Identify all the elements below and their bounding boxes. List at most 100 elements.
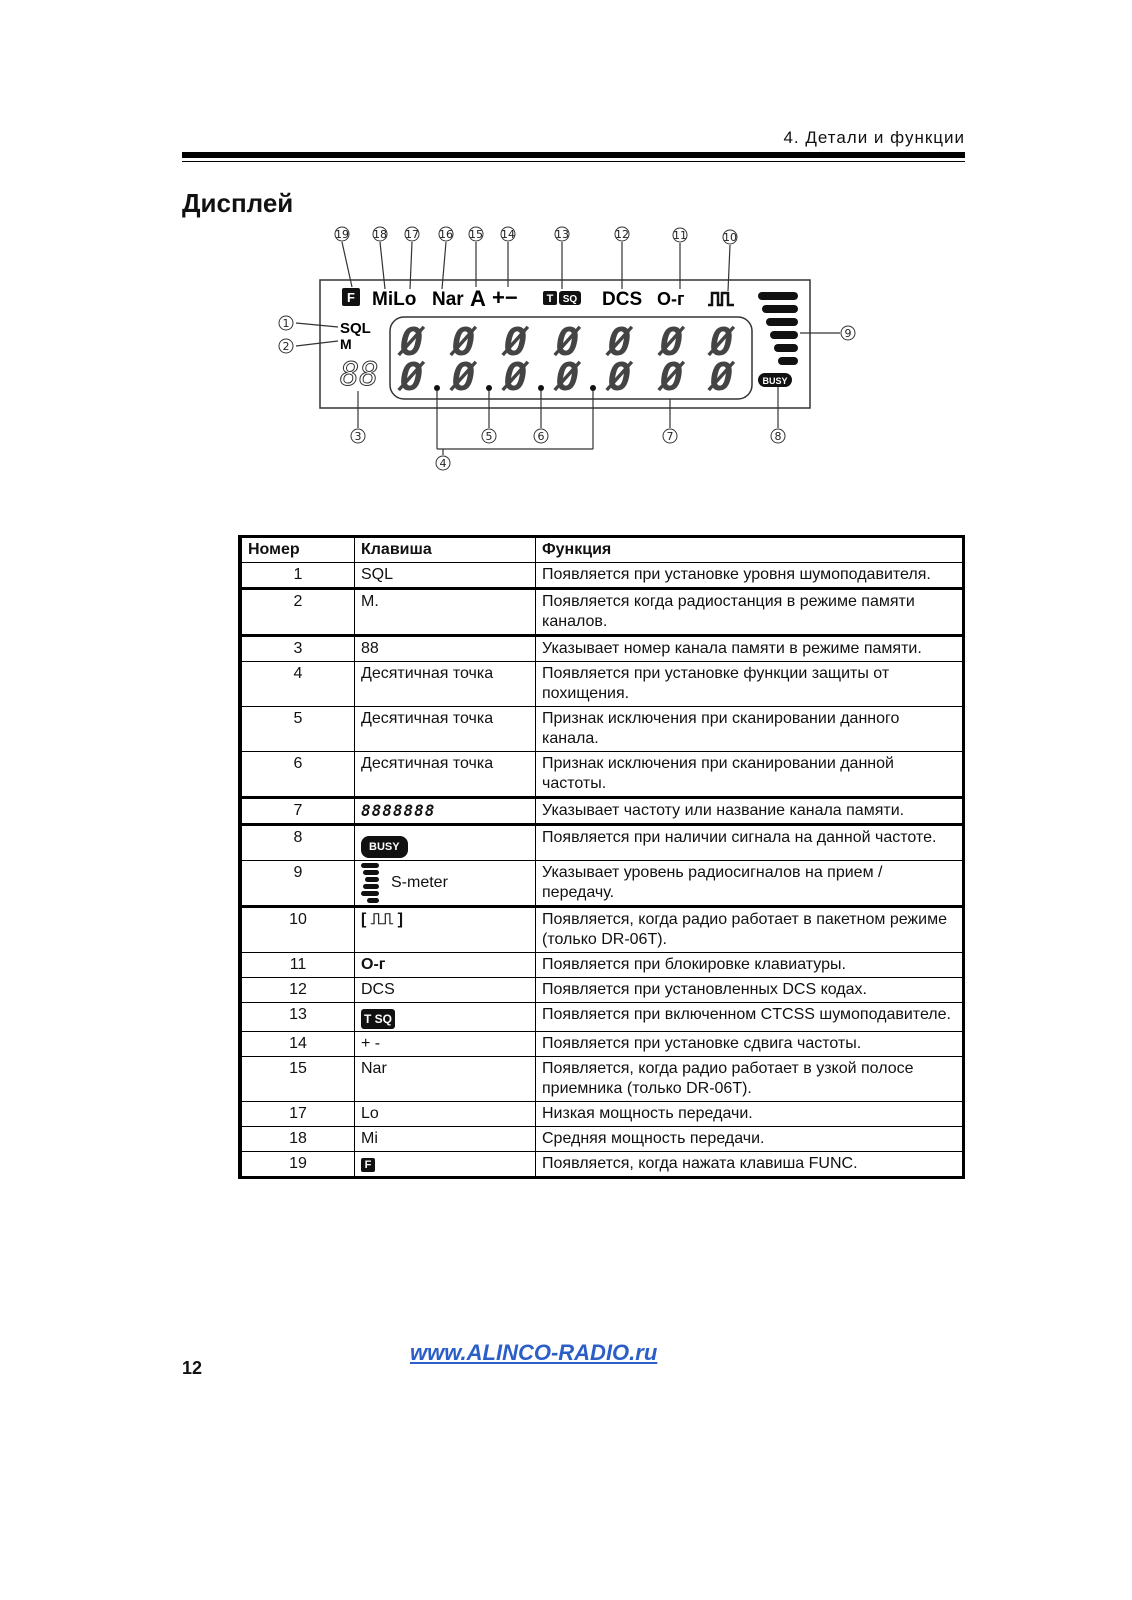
row-key-f: F (354, 1151, 536, 1178)
row-key: 88 (354, 634, 536, 662)
row-function: Появляется при включенном CTCSS шумопода… (535, 1002, 964, 1032)
nar-indicator: Nar (432, 289, 464, 310)
chapter-header: 4. Детали и функции (783, 128, 965, 147)
row-key: DCS (354, 977, 536, 1003)
row-number: 15 (238, 1056, 355, 1102)
row-number: 14 (238, 1031, 355, 1057)
tsq-icon: T SQ (361, 1009, 396, 1029)
t-indicator (543, 291, 557, 305)
svg-text:2: 2 (283, 340, 290, 353)
table-row: 12 DCS Появляется при установленных DCS … (238, 977, 964, 1003)
row-function: Признак исключения при сканировании данн… (535, 706, 964, 752)
svg-text:Ø: Ø (501, 355, 530, 399)
svg-text:Ø: Ø (707, 320, 736, 364)
page-number: 12 (182, 1358, 203, 1378)
svg-text:Ø: Ø (553, 355, 582, 399)
row-number: 5 (238, 706, 355, 752)
svg-text:4: 4 (440, 457, 447, 470)
header-function: Функция (535, 536, 964, 563)
svg-text:T: T (547, 293, 554, 305)
row-key-lock: O-ᴦ (354, 952, 536, 978)
svg-text:Ø: Ø (449, 320, 478, 364)
row-number: 17 (238, 1101, 355, 1127)
row-number: 12 (238, 977, 355, 1003)
decimal-points (434, 385, 596, 391)
row-key: Lo (354, 1101, 536, 1127)
svg-text:Ø: Ø (605, 355, 634, 399)
row-function: Средняя мощность передачи. (535, 1126, 964, 1152)
header-rule-thin (182, 161, 965, 162)
svg-text:3: 3 (355, 430, 362, 443)
row-number: 10 (238, 905, 355, 953)
table-row: 2 M. Появляется когда радиостанция в реж… (238, 587, 964, 636)
row-key: Десятичная точка (354, 706, 536, 752)
row-key: M. (354, 587, 536, 636)
row-key-tsq: T SQ (354, 1002, 536, 1032)
svg-text:19: 19 (335, 228, 349, 241)
key-lock-indicator: O-ᴦ (657, 289, 685, 309)
svg-text:1: 1 (283, 317, 290, 330)
table-row: 5 Десятичная точка Признак исключения пр… (238, 706, 964, 752)
svg-text:7: 7 (667, 430, 674, 443)
table-row: 11 O-ᴦ Появляется при блокировке клавиат… (238, 952, 964, 978)
row-number: 1 (238, 562, 355, 589)
row-function: Появляется при блокировке клавиатуры. (535, 952, 964, 978)
f-icon: F (361, 1158, 375, 1172)
row-key: Десятичная точка (354, 661, 536, 707)
svg-text:17: 17 (405, 228, 419, 241)
s-meter-icon (361, 863, 379, 903)
svg-text:11: 11 (673, 229, 687, 242)
row-function: Появляется когда радиостанция в режиме п… (535, 587, 964, 636)
sq-indicator (559, 291, 581, 305)
svg-text:6: 6 (538, 430, 545, 443)
busy-indicator (758, 373, 792, 387)
table-header-row: Номер Клавиша Функция (238, 536, 964, 563)
row-function: Появляется, когда радио работает в узкой… (535, 1056, 964, 1102)
table-row: 18 Mi Средняя мощность передачи. (238, 1126, 964, 1152)
row-number: 8 (238, 823, 355, 861)
row-function: Низкая мощность передачи. (535, 1101, 964, 1127)
table-row: 13 T SQ Появляется при включенном CTCSS … (238, 1002, 964, 1032)
table-row: 7 8888888 Указывает частоту или название… (238, 796, 964, 825)
row-key-busy: BUSY (354, 823, 536, 861)
header-number: Номер (238, 536, 355, 563)
svg-text:Ø: Ø (707, 355, 736, 399)
milo-indicator: MiLo (372, 289, 416, 310)
s-meter (758, 292, 798, 365)
row-number: 4 (238, 661, 355, 707)
header-key: Клавиша (354, 536, 536, 563)
row-number: 13 (238, 1002, 355, 1032)
svg-text:9: 9 (845, 327, 852, 340)
row-key: Nar (354, 1056, 536, 1102)
table-row: 1 SQL Появляется при установке уровня шу… (238, 562, 964, 589)
table-row: 3 88 Указывает номер канала памяти в реж… (238, 634, 964, 662)
m-indicator: M (340, 336, 352, 352)
svg-text:18: 18 (373, 228, 387, 241)
row-function: Указывает уровень радиосигналов на прием… (535, 860, 964, 907)
row-function: Появляется, когда нажата клавиша FUNC. (535, 1151, 964, 1178)
website-link[interactable]: www.ALINCO-RADIO.ru (410, 1340, 658, 1365)
row-function: Появляется, когда радио работает в пакет… (535, 905, 964, 953)
row-number: 9 (238, 860, 355, 907)
row-function: Появляется при установленных DCS кодах. (535, 977, 964, 1003)
row-function: Признак исключения при сканировании данн… (535, 751, 964, 798)
row-key: SQL (354, 562, 536, 589)
svg-text:12: 12 (615, 228, 629, 241)
row-number: 2 (238, 587, 355, 636)
row-number: 11 (238, 952, 355, 978)
table-row: 17 Lo Низкая мощность передачи. (238, 1101, 964, 1127)
f-indicator (342, 288, 360, 306)
row-number: 19 (238, 1151, 355, 1178)
sql-indicator: SQL (340, 320, 371, 337)
table-row: 9 S-meter Указывает уровень радиосигнало… (238, 860, 964, 907)
header-rule (182, 152, 965, 158)
svg-text:Ø: Ø (501, 320, 530, 364)
row-function: Появляется при установке функции защиты … (535, 661, 964, 707)
row-function: Появляется при установке сдвига частоты. (535, 1031, 964, 1057)
svg-text:Ø: Ø (605, 320, 634, 364)
svg-text:13: 13 (555, 228, 569, 241)
table-row: 19 F Появляется, когда нажата клавиша FU… (238, 1151, 964, 1178)
table-row: 6 Десятичная точка Признак исключения пр… (238, 751, 964, 798)
digit-cells: ØØ ØØ ØØ ØØ ØØ ØØ ØØ (397, 320, 736, 399)
channel-number: 88 (340, 355, 379, 393)
